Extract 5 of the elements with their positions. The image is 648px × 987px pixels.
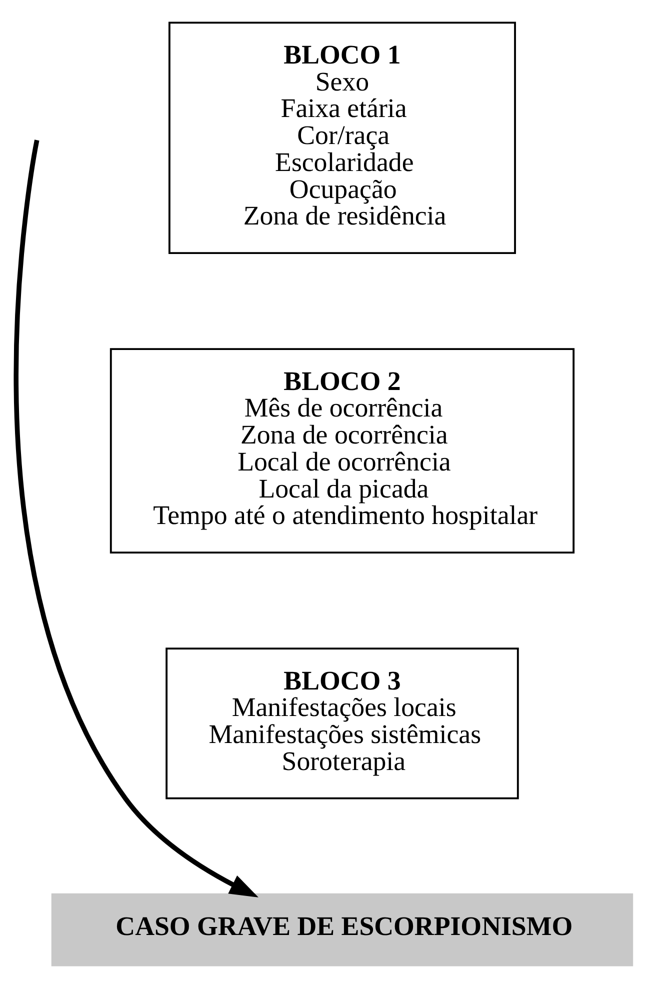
node-box: CASO GRAVE DE ESCORPIONISMO [51,892,634,966]
arrow [14,139,258,897]
node-box: BLOCO 3 Manifestações locais Manifestações sistêmicas Soroterapia [166,647,519,799]
node-box: BLOCO 1 Sexo Faixa etária Cor/raça Escolaridade Ocupação Zona de residência [168,21,516,254]
node-box: BLOCO 2 Mês de ocorrência Zona de ocorrência Local de ocorrência Local da picada Tempo até o atendimento hospitalar [110,348,575,554]
